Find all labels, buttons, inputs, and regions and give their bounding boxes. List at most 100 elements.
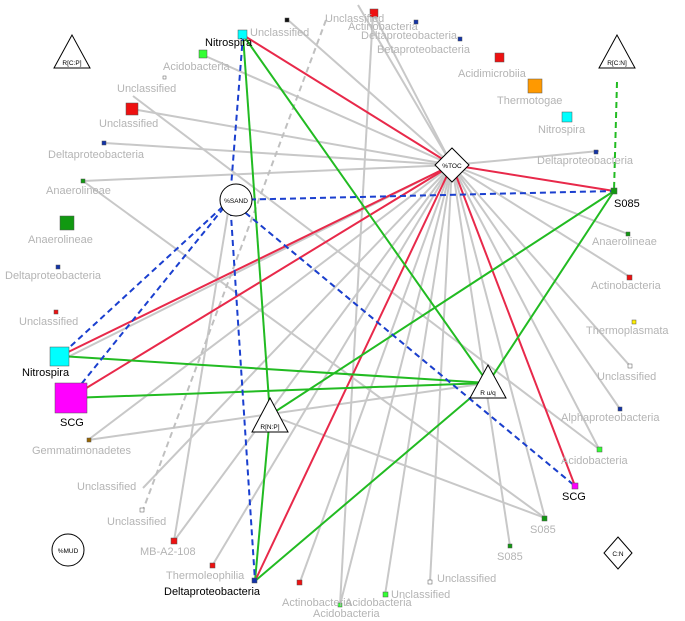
env-label-rcp: R[C:P]: [62, 60, 81, 67]
label-acidobacteria-bottom2: Acidobacteria: [313, 608, 381, 620]
node-anaerolineae-right[interactable]: [625, 231, 631, 237]
node-acidobacteria-bottom1[interactable]: [337, 602, 343, 608]
edge: [357, 4, 453, 166]
taxon-nodes: [49, 8, 637, 608]
label-unclassified-top2: Unclassified: [325, 13, 384, 25]
node-nitrospira-left[interactable]: [49, 346, 70, 367]
node-thermotogae[interactable]: [527, 78, 543, 94]
node-unclassified-right[interactable]: [627, 363, 633, 369]
edge: [429, 164, 453, 583]
edge: [229, 199, 256, 582]
node-thermoplasmata[interactable]: [631, 319, 637, 325]
node-nitrospira-top[interactable]: [237, 29, 248, 40]
edge: [229, 190, 615, 201]
node-thermoleophilia[interactable]: [209, 562, 216, 569]
node-mb-a2-108[interactable]: [170, 537, 178, 545]
node-unclassified-left1[interactable]: [162, 75, 167, 80]
node-scg-left[interactable]: [54, 382, 88, 414]
env-label-sand: %SAND: [224, 198, 248, 205]
env-node-cn[interactable]: C:N: [603, 536, 633, 570]
edge: [242, 34, 489, 384]
node-anaerolineae-left1[interactable]: [80, 178, 86, 184]
label-acidimicrobiia: Acidimicrobiia: [458, 68, 527, 80]
label-unclassified-top1: Unclassified: [250, 27, 309, 39]
node-unclassified-bottom2[interactable]: [382, 591, 389, 598]
label-s085-right: S085: [614, 198, 640, 210]
label-actinobacteria-right: Actinobacteria: [591, 280, 662, 292]
edge: [451, 150, 600, 166]
node-unclassified-left3[interactable]: [53, 309, 59, 315]
node-s085-bottom2[interactable]: [507, 543, 513, 549]
label-unclassified-left2: Unclassified: [99, 118, 158, 130]
label-alphaproteobacteria: Alphaproteobacteria: [561, 412, 660, 424]
node-anaerolineae-left2[interactable]: [59, 215, 75, 231]
label-scg-left: SCG: [60, 417, 84, 429]
edge: [254, 382, 489, 582]
label-acidobacteria-bottom1: Acidobacteria: [345, 597, 413, 609]
node-unclassified-bl2[interactable]: [139, 507, 145, 513]
edge: [451, 164, 631, 367]
label-gemmatimonadetes: Gemmatimonadetes: [32, 445, 132, 457]
edge: [69, 382, 489, 399]
node-alphaproteobacteria[interactable]: [617, 406, 623, 412]
node-acidimicrobiia[interactable]: [494, 52, 505, 63]
edge: [142, 164, 453, 489]
node-nitrospira-right[interactable]: [561, 111, 573, 123]
node-deltaproteobacteria-right[interactable]: [593, 149, 599, 155]
env-node-rnp[interactable]: R[N:P]: [251, 396, 289, 433]
node-deltaproteobacteria-left1[interactable]: [101, 140, 107, 146]
env-node-toc[interactable]: %TOC: [434, 147, 470, 183]
node-s085-bottom1[interactable]: [541, 515, 548, 522]
edge: [451, 164, 631, 278]
node-actinobacteria-bottom[interactable]: [296, 579, 303, 586]
env-node-rcp[interactable]: R[C:P]: [53, 33, 91, 69]
env-node-sand[interactable]: %SAND: [219, 183, 253, 217]
edge: [87, 382, 489, 441]
edge: [131, 108, 453, 166]
node-deltaproteobacteria-bottom[interactable]: [251, 577, 258, 584]
env-label-mud: %MUD: [58, 548, 79, 555]
label-deltaproteobacteria-right: Deltaproteobacteria: [537, 155, 634, 167]
node-gemmatimonadetes[interactable]: [86, 437, 92, 443]
edge: [59, 199, 231, 357]
node-unclassified-top1[interactable]: [284, 17, 290, 23]
edge: [87, 164, 453, 441]
node-unclassified-bottom[interactable]: [427, 579, 433, 585]
env-node-ruq[interactable]: R u/q: [469, 363, 507, 399]
node-actinobacteria-top[interactable]: [369, 8, 379, 18]
edge: [451, 164, 600, 450]
env-label-toc: %TOC: [442, 163, 462, 170]
edge: [451, 164, 615, 192]
label-anaerolineae-left1: Anaerolineae: [46, 185, 111, 197]
node-betaproteobacteria[interactable]: [457, 36, 463, 42]
node-unclassified-left2[interactable]: [125, 102, 139, 116]
label-nitrospira-right: Nitrospira: [538, 124, 586, 136]
edge: [372, 12, 453, 166]
edge: [229, 34, 244, 201]
env-node-rcn[interactable]: R[C:N]: [598, 33, 636, 69]
node-actinobacteria-right[interactable]: [626, 274, 633, 281]
edge: [451, 164, 629, 235]
labels: Nitrospira Unclassified Unclassified Act…: [5, 13, 669, 620]
edge: [82, 180, 546, 519]
node-deltaproteobacteria-top[interactable]: [413, 19, 419, 25]
edge: [487, 190, 615, 384]
env-label-rcn: R[C:N]: [607, 60, 627, 67]
label-deltaproteobacteria-left2: Deltaproteobacteria: [5, 270, 102, 282]
env-node-mud[interactable]: %MUD: [51, 533, 85, 567]
node-acidobacteria-right[interactable]: [596, 446, 603, 453]
blue-dashed-edges: [59, 34, 615, 582]
edge: [59, 164, 453, 357]
gray-edges: [65, 4, 631, 606]
node-deltaproteobacteria-left2[interactable]: [55, 264, 61, 270]
env-label-ruq: R u/q: [480, 390, 496, 397]
label-deltaproteobacteria-bottom: Deltaproteobacteria: [164, 586, 261, 598]
env-label-rnp: R[N:P]: [260, 424, 279, 431]
node-s085-right[interactable]: [610, 187, 618, 195]
node-scg-right[interactable]: [571, 482, 579, 490]
label-actinobacteria-top: Actinobacteria: [348, 21, 419, 33]
edge: [451, 164, 546, 519]
node-acidobacteria-top[interactable]: [198, 49, 208, 59]
edge: [173, 164, 453, 542]
edge: [242, 34, 271, 416]
